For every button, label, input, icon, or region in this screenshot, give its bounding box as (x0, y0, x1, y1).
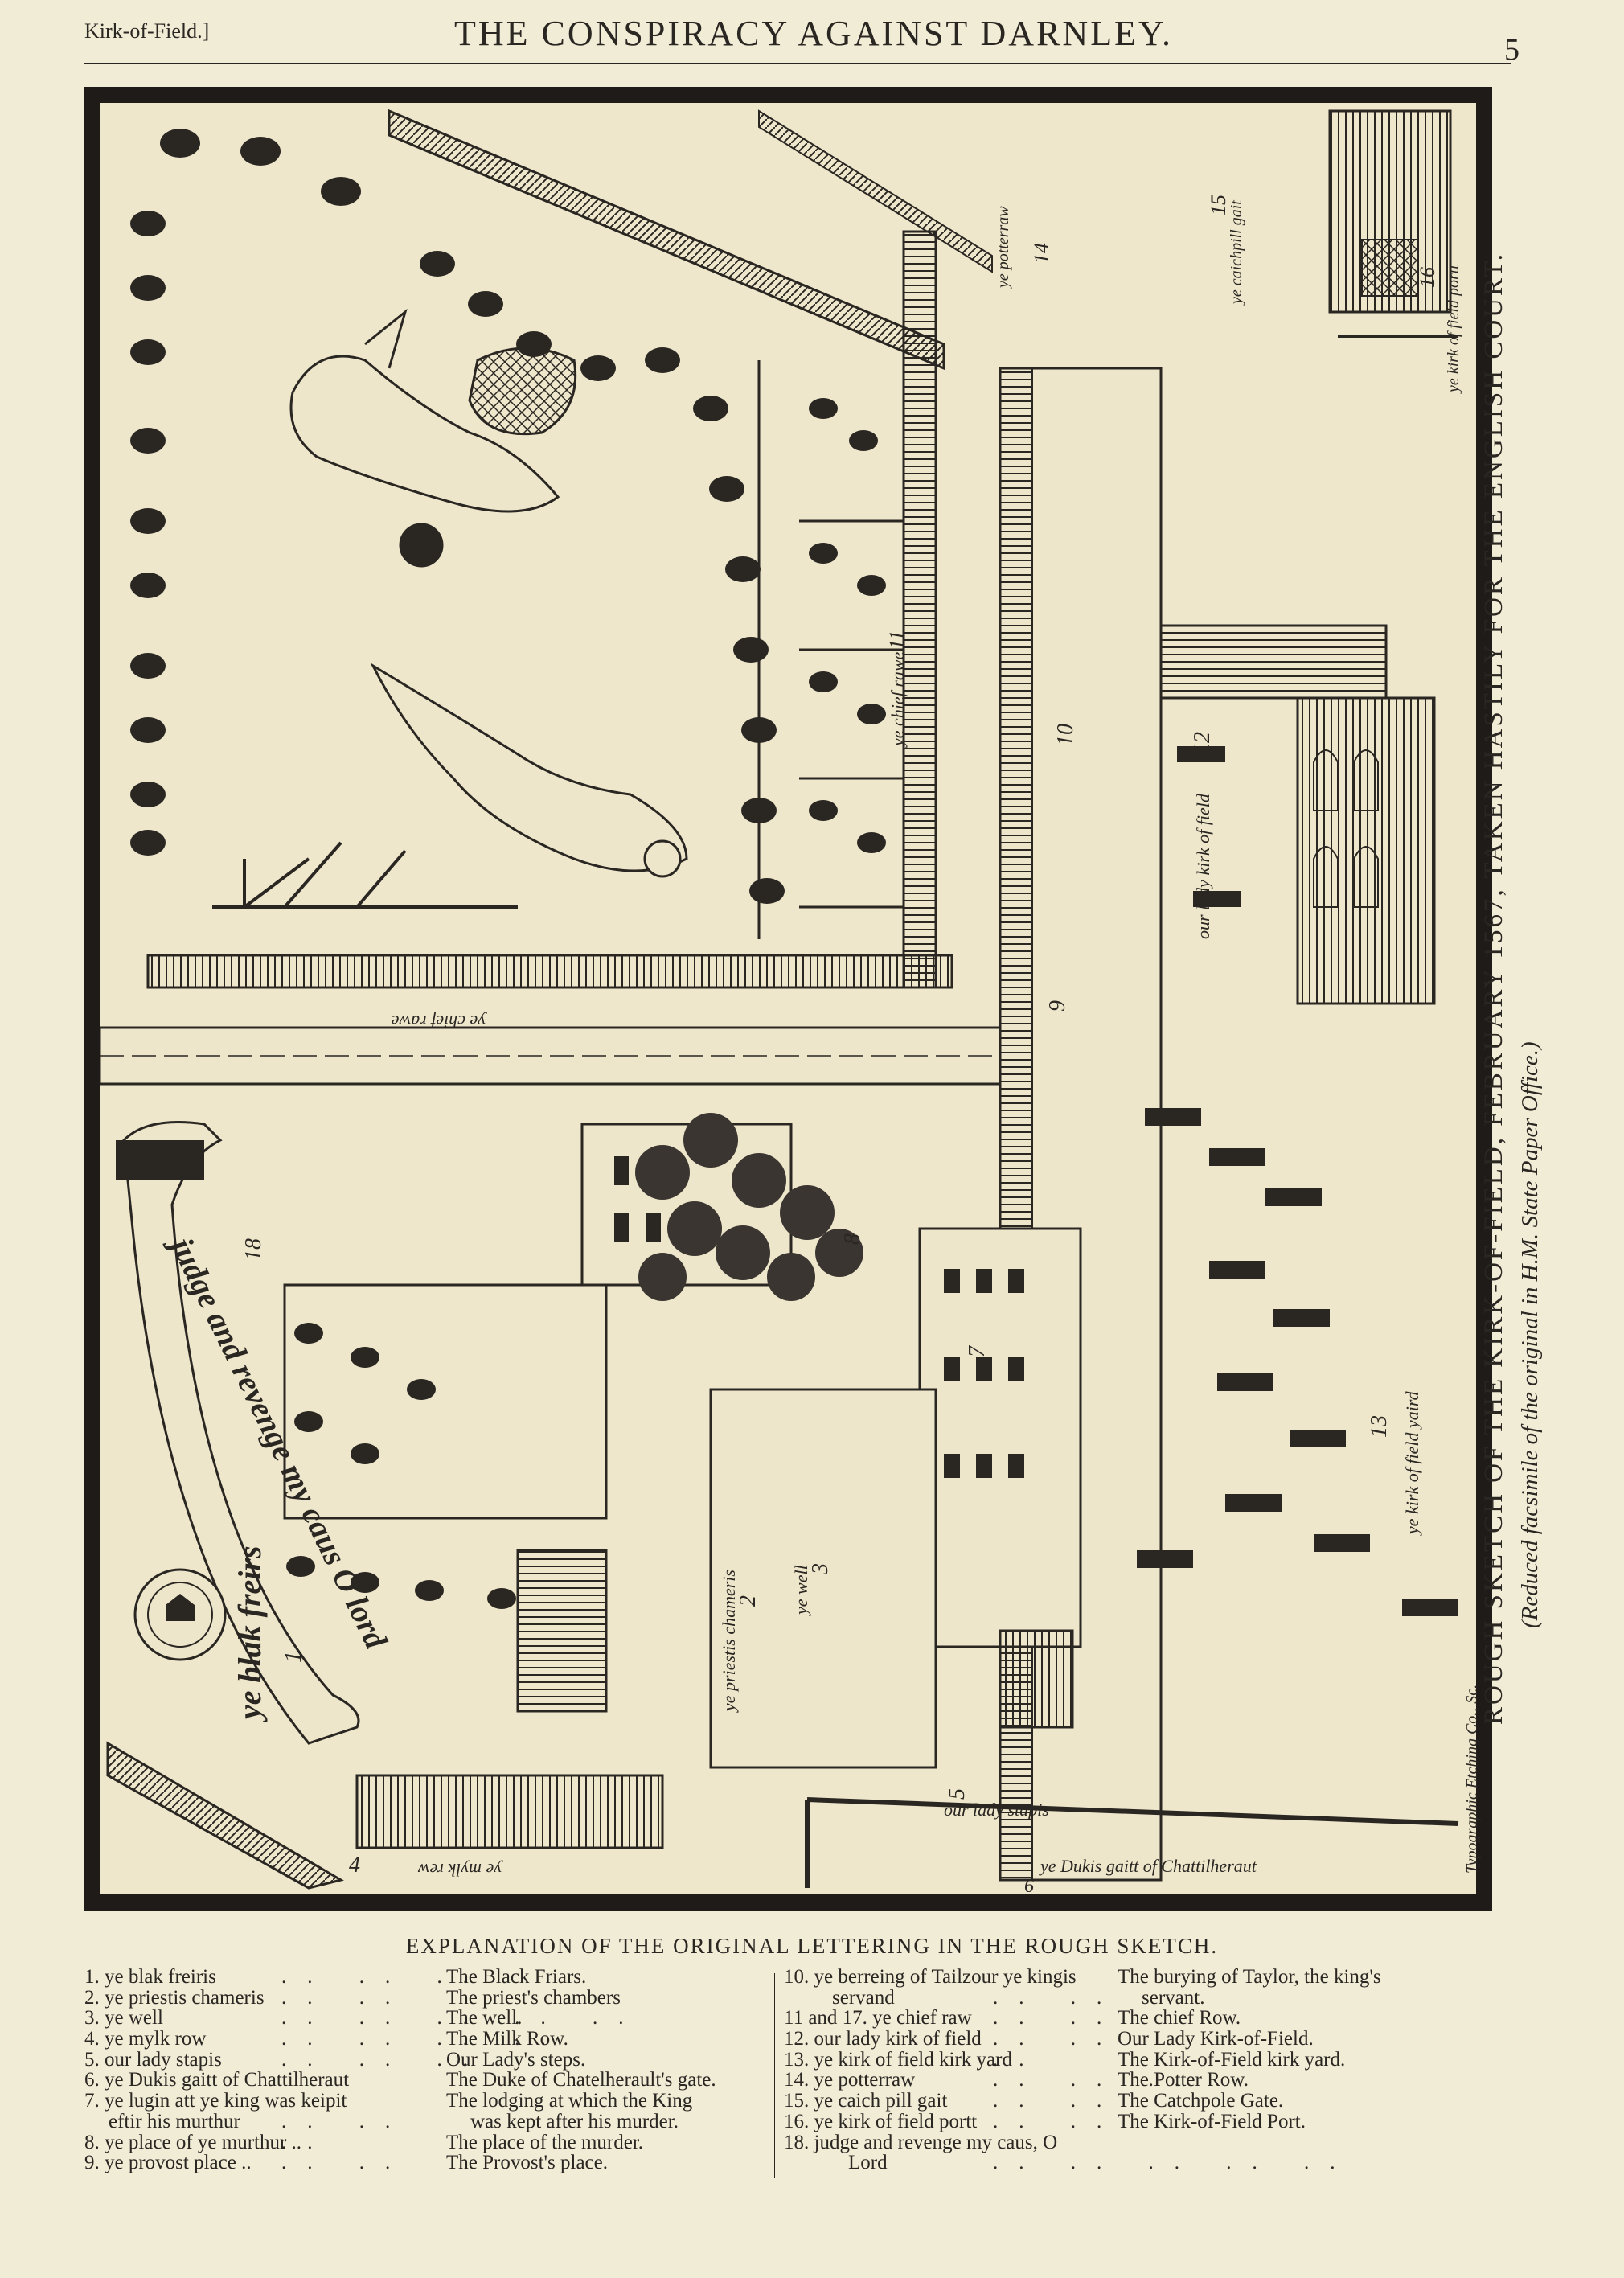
num-18: 18 (241, 1238, 266, 1261)
legend-row: 2. ye priestis chameris.. ..The priest's… (84, 1986, 621, 2009)
legend-row: 8. ye place of ye murthur ....The place … (84, 2131, 644, 2153)
legend-row: 18. judge and revenge my caus, O (784, 2131, 1058, 2153)
legend-row: 1. ye blak freiris.. .. ..The Black Fria… (84, 1966, 587, 1988)
explanation-title: EXPLANATION OF THE ORIGINAL LETTERING IN… (405, 1934, 1219, 1958)
label-priests-chambers: ye priestis chameris (719, 1570, 739, 1713)
num-13: 13 (1367, 1415, 1392, 1438)
diagonal-road (388, 109, 945, 371)
label-our-lady-kirk: our lady kirk of field (1193, 793, 1213, 939)
label-well: ye well (791, 1565, 811, 1616)
label-potterraw: ye potterraw (994, 206, 1012, 289)
bed-net (468, 347, 577, 436)
label-chief-raw: ye chief rawe (888, 651, 908, 748)
murder-site-trees (635, 1113, 863, 1301)
label-chief-rawe-17: ye chief rawe (391, 1012, 487, 1032)
num-16: 16 (1416, 267, 1439, 288)
num-9: 9 (1045, 1000, 1070, 1012)
page-title: THE CONSPIRACY AGAINST DARNLEY. (454, 14, 1174, 53)
legend-row: 4. ye mylk row.. .. .. ..The Milk Row. (84, 2028, 568, 2050)
num-2: 2 (736, 1595, 761, 1607)
label-our-lady-steps: our lady stapis (944, 1800, 1049, 1820)
darnley-figure (289, 308, 560, 568)
num-14: 14 (1030, 243, 1053, 264)
our-lady-kirk (1159, 624, 1388, 700)
credit-text: Typographic Etching Co., Sc. (1463, 1684, 1481, 1874)
header-rule (84, 63, 1511, 64)
state-paper-seal (133, 1568, 227, 1661)
num-5: 5 (945, 1788, 970, 1800)
lower-garden (283, 1283, 608, 1520)
num-1: 1 (280, 1651, 306, 1663)
num-8: 8 (840, 1233, 865, 1245)
legend-row: 14. ye potterraw.. .. ..The Potter Row. (784, 2069, 1249, 2091)
num-11: 11 (885, 630, 908, 650)
section-label: Kirk-of-Field.] (84, 19, 210, 43)
legend-row: eftir his murthur.. ..was kept after his… (109, 2110, 679, 2132)
label-catchpole-gate: ye caichpill gait (1228, 200, 1245, 306)
legend-row: 11 and 17. ye chief raw.. ..The chief Ro… (784, 2007, 1241, 2030)
label-black-friars: ye blak freirs (232, 1545, 268, 1722)
legend-row: 13. ye kirk of field kirk yard..The Kirk… (784, 2048, 1346, 2071)
running-head: Kirk-of-Field.] THE CONSPIRACY AGAINST D… (84, 11, 1519, 67)
num-15: 15 (1207, 195, 1230, 215)
num-4: 4 (349, 1853, 360, 1878)
legend-row: 16. ye kirk of field portt.. ..The Kirk-… (784, 2110, 1306, 2132)
sketch-plate: judge and revenge my caus O lord ye blak… (84, 87, 1492, 1911)
garden-wall (146, 954, 953, 989)
priests-chambers (709, 1388, 937, 1769)
num-3: 3 (808, 1563, 833, 1575)
legend-row: 5. our lady stapis.. .. ..Our Lady's ste… (84, 2048, 586, 2071)
legend-row: servand.. ..servant. (832, 1986, 1205, 2009)
dukes-gate-wall (806, 1797, 1459, 1826)
legend-column-left: 1. ye blak freiris.. .. ..The Black Fria… (84, 1967, 792, 2173)
dead-tree (212, 841, 518, 909)
caption-subtitle: (Reduced facsimile of the original in H.… (1517, 1041, 1543, 1628)
milk-row (355, 1774, 664, 1849)
num-6: 6 (1024, 1876, 1034, 1894)
label-dukes-gate: ye Dukis gaitt of Chattilheraut (1039, 1856, 1257, 1876)
label-milk-row: ye mylk rew (417, 1860, 503, 1880)
label-kirk-yard: ye kirk of field yaird (1402, 1390, 1422, 1536)
kirk-of-field-sketch: judge and revenge my caus O lord ye blak… (100, 109, 1462, 1894)
procession-figures (1137, 746, 1458, 1616)
num-12: 12 (1190, 732, 1215, 754)
banner-ribbon (122, 1121, 360, 1745)
legend-row: 12. our lady kirk of field.. ..Our Lady … (784, 2028, 1314, 2050)
servant-figure (370, 663, 688, 878)
legend-row: 3. ye well.. .. .. .. ..The well. (84, 2007, 645, 2030)
caption-title: ROUGH SKETCH OF THE KIRK-OF-FIELD, FEBRU… (1479, 252, 1508, 1725)
legend-row: 15. ye caich pill gait.. ..The Catchpole… (784, 2090, 1284, 2112)
label-kirk-port: ye kirk of field portt (1445, 265, 1462, 394)
legend-row: Lord.. .. .. .. .. (848, 2152, 1356, 2174)
legend-row: 9. ye provost place .... ..The Provost's… (84, 2152, 608, 2174)
num-10: 10 (1053, 724, 1078, 746)
num-7: 7 (965, 1345, 990, 1357)
page-number: 5 (1504, 33, 1519, 67)
